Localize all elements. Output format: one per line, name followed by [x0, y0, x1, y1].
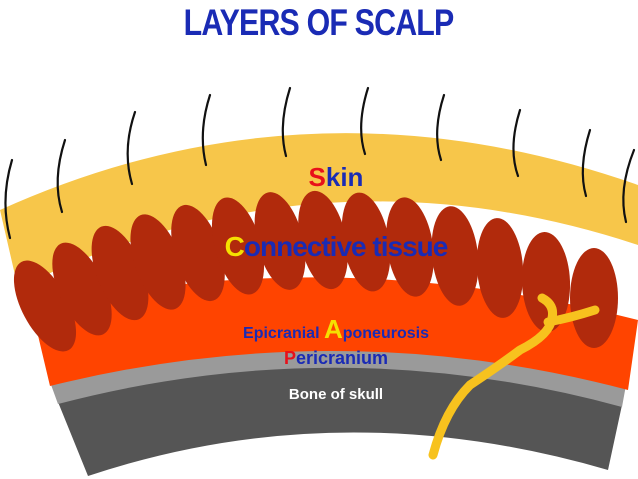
label-connective-tissue: Connective tissue — [225, 231, 448, 262]
lobule — [476, 218, 524, 318]
lobule — [91, 225, 149, 321]
connective-initial: C — [225, 231, 245, 262]
lobule — [298, 190, 348, 290]
lobule — [13, 260, 77, 352]
pericranium-layer — [50, 345, 626, 407]
blood-vessel — [428, 293, 600, 460]
bone-layer — [58, 365, 622, 476]
label-bone: Bone of skull — [289, 386, 383, 403]
aponeurosis-before: Epicranial — [243, 325, 324, 342]
lobule — [254, 192, 306, 290]
lobule — [431, 206, 479, 306]
hair — [622, 148, 636, 224]
aponeurosis-layer — [32, 277, 638, 390]
title-wrap: LAYERS OF SCALP — [0, 2, 638, 44]
hair — [201, 93, 212, 167]
label-pericranium: Pericranium — [284, 348, 388, 368]
hair — [512, 108, 522, 178]
label-aponeurosis: Epicranial Aponeurosis — [243, 314, 429, 344]
connective-lobules — [13, 190, 618, 352]
vessel-branch — [543, 305, 600, 327]
pericranium-rest: ericranium — [296, 348, 388, 368]
hairs — [4, 86, 636, 240]
page-title: LAYERS OF SCALP — [184, 2, 455, 43]
hair — [436, 93, 446, 162]
lobule — [341, 192, 391, 292]
lobule — [171, 204, 225, 302]
hair — [360, 86, 370, 156]
vessel-main — [428, 293, 557, 460]
label-skin: Skin — [309, 162, 364, 192]
lobule — [521, 232, 571, 332]
connective-rest: onnective tissue — [244, 231, 448, 262]
lobule — [211, 197, 265, 295]
hair — [126, 110, 137, 186]
hair — [56, 138, 67, 214]
lobule — [52, 242, 112, 336]
lobule — [570, 248, 618, 348]
hair — [4, 158, 14, 240]
aponeurosis-initial: A — [324, 314, 343, 344]
hair — [281, 86, 292, 158]
aponeurosis-rest: poneurosis — [343, 325, 429, 342]
hair — [581, 128, 592, 198]
skin-layer — [0, 133, 638, 288]
skin-rest: kin — [326, 162, 364, 192]
lobule — [386, 197, 434, 297]
pericranium-initial: P — [284, 348, 296, 368]
skin-initial: S — [309, 162, 326, 192]
